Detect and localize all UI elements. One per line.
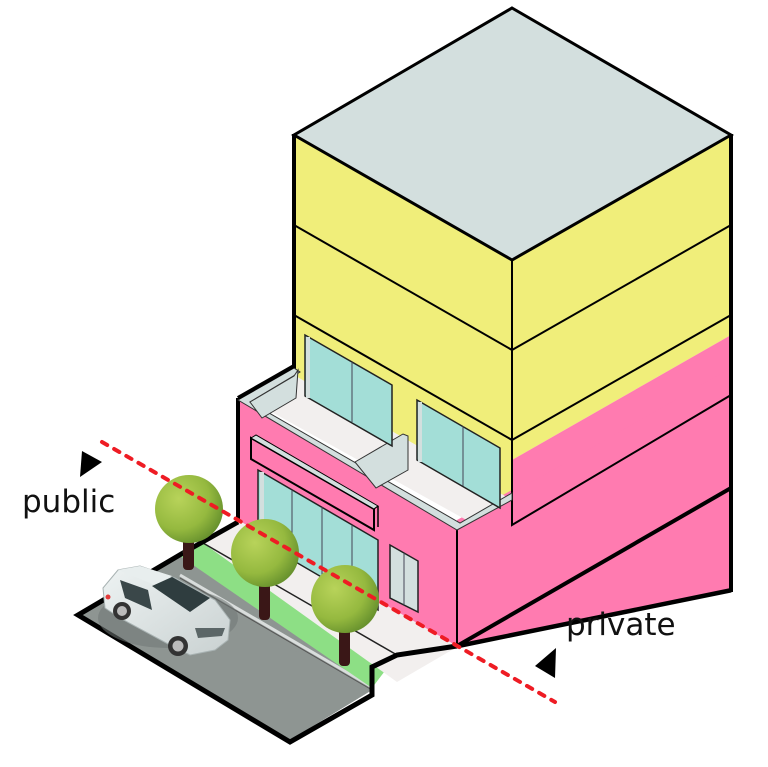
public-side-marker-icon <box>80 451 102 477</box>
tree <box>311 565 379 666</box>
trees <box>155 475 379 666</box>
tree <box>155 475 223 570</box>
property-boundary-line <box>100 440 557 704</box>
tree <box>231 519 299 620</box>
private-side-marker-icon <box>535 648 556 678</box>
terrace-glass-doors <box>304 333 501 510</box>
private-label: private <box>566 607 676 643</box>
public-label: public <box>22 484 116 520</box>
car <box>98 565 238 656</box>
